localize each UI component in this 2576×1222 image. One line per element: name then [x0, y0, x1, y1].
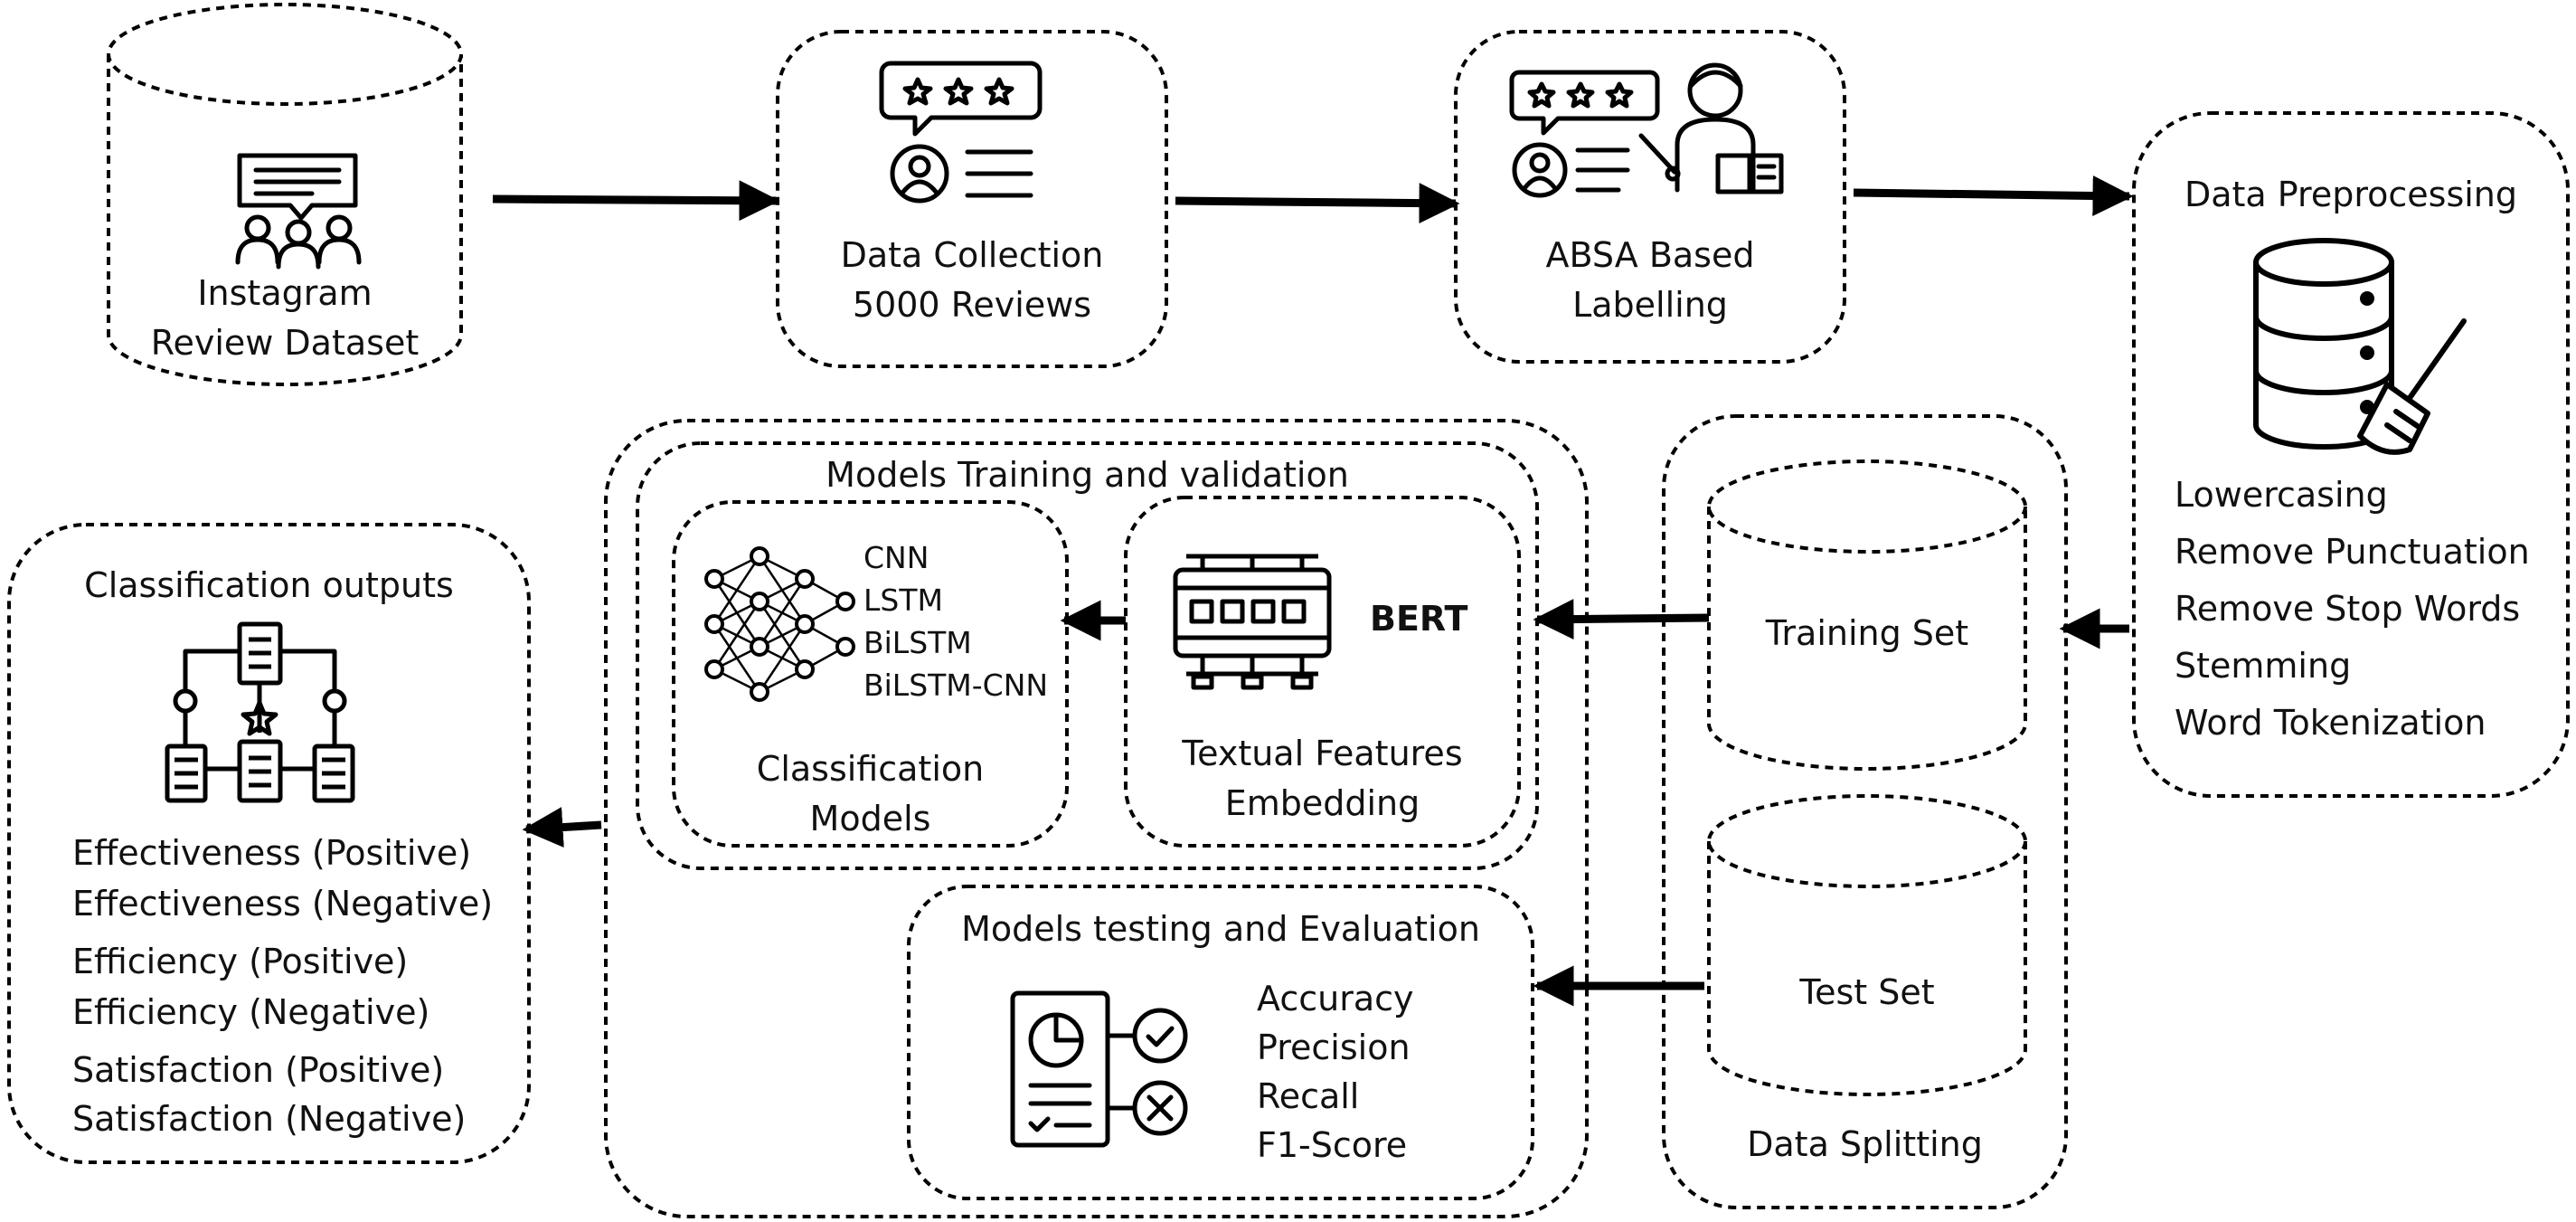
test-set-label: Test Set [1799, 972, 1935, 1012]
data-splitting-box [1662, 414, 2068, 1209]
output-item-5: Satisfaction (Positive) [72, 1050, 445, 1090]
neural-network-icon [704, 546, 855, 702]
labelling-label-line1: ABSA Based [1545, 235, 1755, 275]
classification-label-line1: Classification [756, 749, 985, 789]
evaluation-report-icon [1010, 990, 1188, 1148]
output-item-2: Effectiveness (Negative) [72, 884, 494, 924]
output-item-1: Effectiveness (Positive) [72, 833, 472, 873]
arrow-dataset-to-collection [492, 180, 780, 222]
preprocessing-step-3: Remove Stop Words [2175, 589, 2521, 629]
embedding-label-line1: Textual Features [1182, 734, 1463, 773]
reviews-icon [879, 61, 1043, 204]
classification-tree-icon [165, 621, 355, 803]
collection-label-line2: 5000 Reviews [852, 285, 1092, 325]
preprocessing-step-4: Stemming [2175, 646, 2352, 686]
metric-item-2: Precision [1257, 1028, 1411, 1067]
classification-label-line2: Models [809, 799, 931, 838]
preprocessing-step-1: Lowercasing [2175, 475, 2388, 515]
preprocessing-title: Data Preprocessing [2184, 175, 2517, 214]
training-set-label: Training Set [1765, 613, 1969, 653]
training-group-title: Models Training and validation [826, 455, 1349, 495]
model-item-2: LSTM [863, 583, 943, 618]
data-preprocessing-box [2132, 111, 2570, 798]
testing-box [907, 885, 1534, 1200]
absa-labelling-box [1454, 30, 1846, 364]
audience-feedback-icon [235, 153, 362, 270]
preprocessing-step-2: Remove Punctuation [2175, 532, 2530, 572]
embedding-label-line2: Embedding [1224, 783, 1420, 823]
classification-box [672, 500, 1069, 848]
dataset-cylinder [107, 3, 463, 386]
bert-architecture-icon [1173, 554, 1332, 690]
metric-item-1: Accuracy [1257, 979, 1414, 1018]
metric-item-3: Recall [1257, 1076, 1360, 1116]
outputs-title: Classification outputs [84, 565, 454, 605]
labelling-label-line2: Labelling [1572, 285, 1728, 325]
metric-item-4: F1-Score [1257, 1125, 1408, 1165]
arrow-collection-to-labelling [1175, 183, 1460, 224]
training-group-box [636, 441, 1539, 870]
model-item-3: BiLSTM [863, 625, 972, 660]
output-item-3: Efficiency (Positive) [72, 942, 409, 981]
arrow-labelling-to-preprocessing [1853, 175, 2134, 216]
dataset-label-line2: Review Dataset [150, 323, 420, 363]
output-item-4: Efficiency (Negative) [72, 992, 430, 1032]
test-set-cylinder [1707, 794, 2027, 1096]
models-outer-container [604, 419, 1589, 1218]
embedding-box [1124, 496, 1521, 848]
splitting-title: Data Splitting [1747, 1124, 1983, 1164]
labelling-person-icon [1509, 62, 1784, 198]
bert-badge: BERT [1370, 599, 1468, 639]
training-set-cylinder [1707, 459, 2027, 771]
database-broom-icon [2253, 238, 2467, 455]
dataset-label-line1: Instagram [197, 273, 373, 313]
arrow-training-to-embedding [1533, 599, 1710, 640]
collection-label-line1: Data Collection [840, 235, 1104, 275]
arrow-models-to-outputs [522, 807, 602, 848]
model-item-1: CNN [863, 540, 929, 575]
preprocessing-step-5: Word Tokenization [2175, 703, 2486, 743]
model-item-4: BiLSTM-CNN [863, 668, 1049, 703]
output-item-6: Satisfaction (Negative) [72, 1099, 467, 1139]
testing-title: Models testing and Evaluation [961, 909, 1480, 949]
